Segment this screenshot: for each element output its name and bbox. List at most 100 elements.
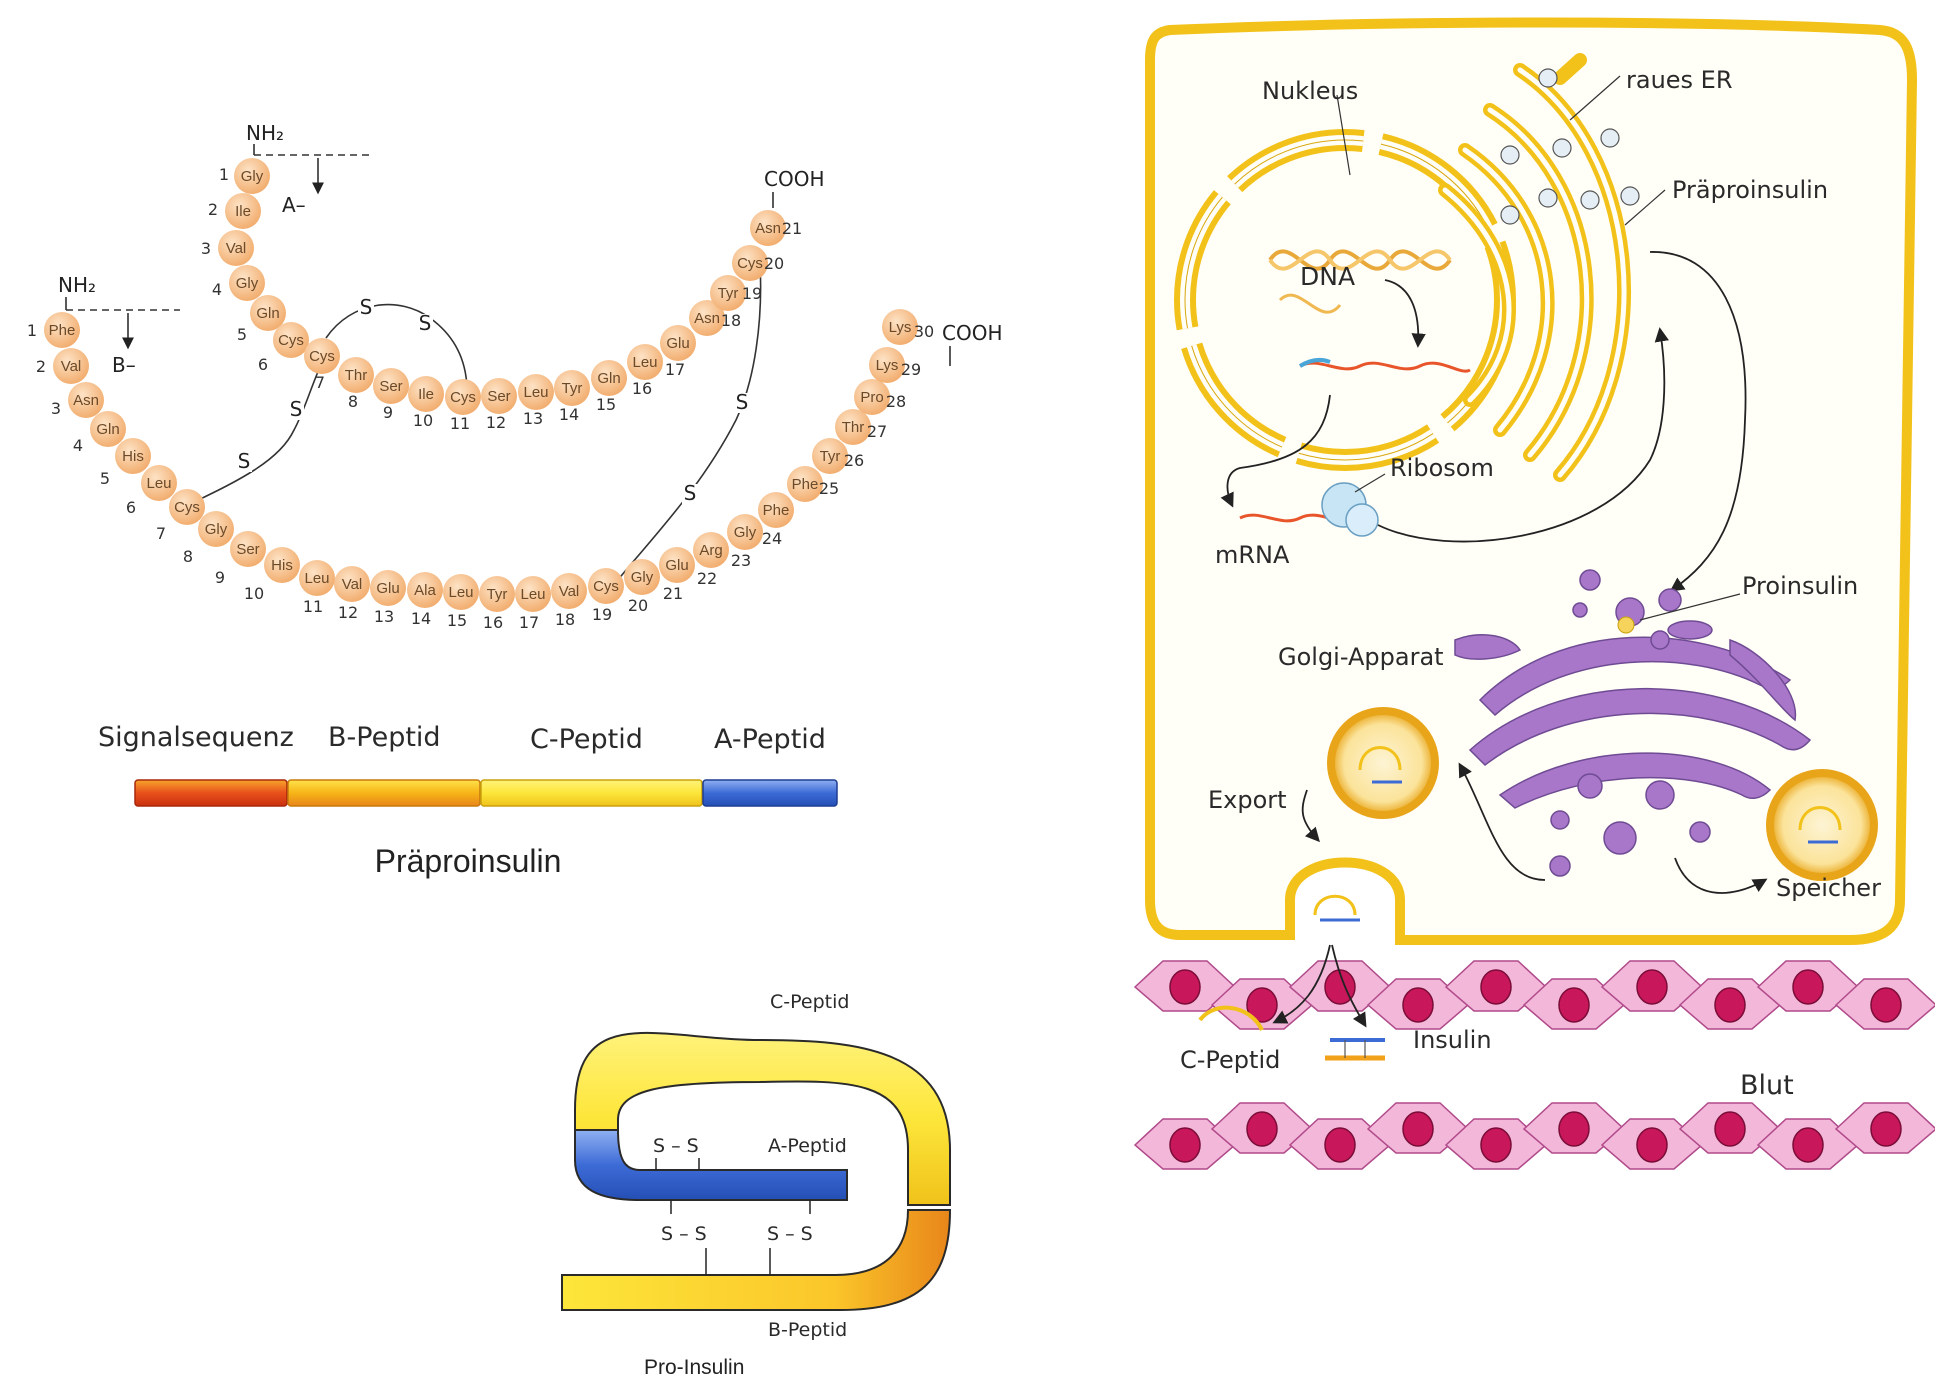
blood-vessel-cell (1756, 960, 1860, 1012)
b-chain-residue-label: Glu (665, 557, 688, 574)
a-chain-residue-number: 17 (665, 360, 685, 379)
b-chain-bead (515, 576, 551, 612)
c-peptide-loop (574, 1031, 951, 1206)
b-chain-cterm: COOH (942, 321, 1003, 345)
label-insulin: Insulin (1413, 1026, 1492, 1054)
blood-cell-nucleus (1636, 1127, 1668, 1163)
a-chain-bead (689, 300, 725, 336)
blood-cell-nucleus (1402, 1111, 1434, 1147)
a-chain-residue-number: 18 (721, 311, 741, 330)
b-chain-residue-number: 29 (901, 360, 921, 379)
b-chain-residue-label: Thr (842, 419, 865, 436)
a-chain-residue-label: Gln (597, 370, 620, 387)
b-chain-nterm: NH₂ (58, 273, 96, 297)
label-blut: Blut (1740, 1070, 1794, 1101)
label-speicher: Speicher (1776, 874, 1881, 902)
b-chain-residue-label: Arg (699, 542, 722, 559)
a-chain-residue-label: Asn (694, 310, 720, 327)
b-chain-residue-number: 7 (156, 524, 166, 543)
a-chain-bead (554, 370, 590, 406)
b-chain-residue-number: 18 (555, 610, 575, 629)
b-chain-bead (44, 312, 80, 348)
b-chain-residue-label: Cys (593, 578, 619, 595)
b-chain-residue-label: Lys (889, 319, 912, 336)
b-chain-bead (115, 438, 151, 474)
b-chain-bead (264, 547, 300, 583)
a-chain-bead (660, 325, 696, 361)
dna-helix (1268, 249, 1452, 314)
b-chain-bead (443, 574, 479, 610)
disulfide-s-letter: S (360, 295, 373, 319)
b-chain-residue-label: Gln (96, 421, 119, 438)
a-chain-residue-label: Cys (309, 348, 335, 365)
label-golgi: Golgi-Apparat (1278, 643, 1444, 671)
b-chain-bead (141, 465, 177, 501)
a-chain-residue-number: 13 (523, 409, 543, 428)
label-dna: DNA (1300, 262, 1355, 291)
b-chain-label: B– (112, 353, 136, 377)
a-chain-residue-label: Ser (379, 378, 402, 395)
proinsulin-caption: Pro-Insulin (644, 1356, 744, 1379)
b-chain-bead (758, 492, 794, 528)
b-chain-residue-number: 13 (374, 607, 394, 626)
segment-label-signal: Signalsequenz (98, 722, 294, 753)
cell-illustration: Nukleus raues ER Präproinsulin DNA Ribos… (1133, 17, 1935, 1170)
blood-vessel-cell (1444, 1118, 1548, 1170)
a-chain-bead (591, 360, 627, 396)
b-chain-residue-number: 6 (126, 498, 136, 517)
proinsulin-diagram: S – S S – S S – S C-Peptid A-Peptid B-Pe… (561, 991, 952, 1379)
label-ribosom: Ribosom (1390, 454, 1494, 482)
b-chain-bead (854, 379, 890, 415)
b-chain-residue-label: Val (61, 358, 82, 375)
b-chain-residue-label: His (122, 448, 144, 465)
label-export: Export (1208, 786, 1287, 814)
a-chain-residue-number: 19 (742, 284, 762, 303)
a-chain-residue-label: Cys (737, 255, 763, 272)
b-chain-residue-label: Gly (734, 524, 757, 541)
b-chain-residue-number: 9 (215, 568, 225, 587)
blood-cell-nucleus (1636, 969, 1668, 1005)
a-chain-bead (408, 376, 444, 412)
label-mrna: mRNA (1215, 541, 1290, 569)
blood-vessel-cell (1678, 978, 1782, 1030)
label-c-peptid: C-Peptid (1180, 1046, 1280, 1074)
a-chain-label: A– (282, 193, 306, 217)
b-chain-bead (198, 511, 234, 547)
b-chain-bead (479, 576, 515, 612)
a-chain-residue-label: Gly (241, 168, 264, 185)
blood-cell-nucleus (1324, 1127, 1356, 1163)
a-chain-bead (373, 368, 409, 404)
disulfide-s-letter: S (238, 449, 251, 473)
a-chain-residue-number: 7 (315, 373, 325, 392)
preproinsulin-bar: Signalsequenz B-Peptid C-Peptid A-Peptid… (98, 722, 838, 879)
a-chain-bead (229, 265, 265, 301)
cytoplasm-ribosome (1239, 482, 1379, 537)
a-chain-residue-label: Ile (418, 386, 434, 403)
b-chain-residue-label: Cys (174, 499, 200, 516)
a-chain-residue-number: 12 (486, 413, 506, 432)
blood-vessel-cell (1288, 960, 1392, 1012)
b-chain-bead (659, 547, 695, 583)
b-chain-residue-number: 27 (867, 422, 887, 441)
a-chain-residue-number: 9 (383, 403, 393, 422)
b-chain-residue-number: 12 (338, 603, 358, 622)
